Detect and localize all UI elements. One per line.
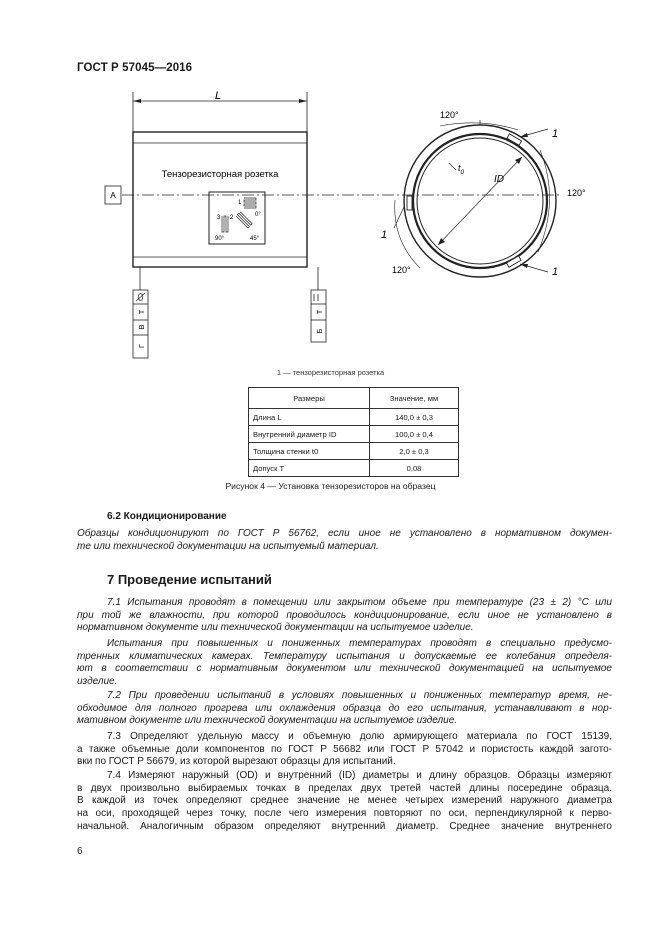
- text-line: при той же влажности, при которой провод…: [77, 609, 612, 621]
- label-ID: ID: [494, 174, 504, 185]
- text-line: на оси, проходящей через точку, после че…: [77, 808, 612, 820]
- gauge-mark-2: 2: [230, 215, 234, 221]
- text-line: вки по ГОСТ Р 56679, из которой вырезают…: [77, 756, 396, 768]
- angle-0-label: 0°: [255, 212, 261, 218]
- angle-90-label: 90°: [215, 236, 225, 242]
- table-row: Внутренний диаметр ID 100,0 ± 0,4: [248, 425, 459, 443]
- table-header-row: Размеры Значение, мм: [248, 387, 459, 409]
- text-line: 7.1 Испытания проводят в помещении или з…: [107, 597, 612, 608]
- label-L: L: [215, 90, 221, 102]
- text-line: 7.3 Определяют удельную массу и объемную…: [107, 731, 612, 742]
- paragraph-7-1: 7.1 Испытания проводят в помещении или з…: [77, 597, 612, 635]
- gauge-mark-1: 1: [238, 200, 242, 206]
- text-line: В каждой из точек определяют среднее зна…: [77, 795, 612, 807]
- gauge-left: [406, 195, 413, 211]
- table-header-cell: Размеры: [248, 387, 370, 409]
- gauge-grid-45: [235, 211, 253, 229]
- angle-120-top: 120°: [440, 110, 459, 120]
- tolerance-t-left: T: [137, 309, 146, 314]
- page-number: 6: [77, 846, 83, 857]
- section-a-label: A: [110, 191, 116, 200]
- paragraph-7-1-b: Испытания при повышенных и пониженных те…: [77, 638, 612, 689]
- figure-4-drawing: L Тензорезисторная розетка 1 2 3 0° 45° …: [104, 90, 586, 359]
- table-cell: 140,0 ± 0,3: [369, 408, 459, 426]
- text-line: 7.2 При проведении испытаний в условиях …: [107, 690, 612, 701]
- paragraph-7-2: 7.2 При проведении испытаний в условиях …: [77, 690, 612, 728]
- rosette-title: Тензорезисторная розетка: [162, 169, 280, 180]
- document-header: ГОСТ Р 57045—2016: [77, 62, 193, 74]
- callout-1-left: 1: [381, 229, 387, 241]
- text-line: Образцы кондиционируют по ГОСТ Р 56762, …: [77, 528, 612, 539]
- text-line: мативном документе или технической докум…: [77, 715, 458, 727]
- text-line: в двух произвольно выбираемых точках в п…: [77, 782, 612, 794]
- text-line: 7.4 Измеряют наружный (OD) и внутренний …: [107, 770, 612, 781]
- text-line: нормативном документе или технической до…: [77, 622, 474, 634]
- table-row: Длина L 140,0 ± 0,3: [248, 408, 459, 426]
- text-line: Испытания при повышенных и пониженных те…: [107, 638, 612, 649]
- angle-45-label: 45°: [250, 236, 260, 242]
- paragraph-6-2: Образцы кондиционируют по ГОСТ Р 56762, …: [77, 528, 612, 553]
- diameter-line-ID: [437, 156, 523, 246]
- text-line: начальной. Аналогичным образом определяю…: [77, 820, 612, 832]
- datum-b-right: Б: [315, 328, 324, 333]
- paragraph-7-4: 7.4 Измеряют наружный (OD) и внутренний …: [77, 770, 612, 834]
- datum-g-left: Г: [137, 344, 146, 348]
- text-line: ют в соответствии с нормативным документ…: [77, 663, 612, 675]
- gauge-mark-3: 3: [217, 215, 221, 221]
- figure-caption: Рисунок 4 — Установка тензорезисторов на…: [225, 481, 436, 491]
- gauge-bottom-right: [505, 255, 522, 268]
- gauge-grid-0: [243, 197, 257, 209]
- callout-1-bottom: 1: [552, 266, 558, 278]
- table-cell: Допуск T: [248, 459, 370, 477]
- tolerance-t-right: T: [315, 309, 324, 314]
- text-line: тренных климатических камерах. Температу…: [77, 650, 612, 662]
- table-header-cell: Значение, мм: [369, 387, 459, 409]
- tolerance-frame-left: T В Г: [132, 289, 149, 359]
- table-cell: 0,08: [369, 459, 459, 477]
- section-heading-6-2: 6.2 Кондиционирование: [107, 511, 227, 522]
- tube-cross-section: [393, 120, 557, 278]
- paragraph-7-3: 7.3 Определяют удельную массу и объемную…: [77, 731, 612, 769]
- section-heading-7: 7 Проведение испытаний: [107, 572, 272, 587]
- text-line: а также объемные доли компонентов по ГОС…: [77, 743, 612, 755]
- dimensions-table: Размеры Значение, мм Длина L 140,0 ± 0,3…: [248, 387, 459, 477]
- gauge-grid-90: [221, 215, 229, 233]
- table-cell: 2,0 ± 0,3: [369, 442, 459, 460]
- cylindricity-symbol-icon: [137, 293, 144, 301]
- table-row: Толщина стенки t0 2,0 ± 0,3: [248, 442, 459, 460]
- figure-legend-note: 1 — тензорезисторная розетка: [276, 368, 385, 377]
- tolerance-frame-right: T Б: [310, 289, 327, 343]
- angle-120-bottom: 120°: [392, 265, 411, 275]
- callout-1-top: 1: [552, 128, 558, 140]
- text-line: изделие.: [77, 676, 118, 688]
- label-t0: t0: [458, 163, 465, 176]
- table-cell: Внутренний диаметр ID: [248, 425, 370, 443]
- angle-120-right: 120°: [567, 188, 586, 198]
- strain-gauge-rosette: [208, 191, 266, 245]
- datum-v-left: В: [137, 324, 146, 329]
- text-line: обходимое для полного прогрева или охлаж…: [77, 702, 612, 714]
- table-cell: Толщина стенки t0: [248, 442, 370, 460]
- section-box-a: [104, 185, 122, 205]
- table-cell: 100,0 ± 0,4: [369, 425, 459, 443]
- gauge-top-right: [506, 133, 523, 146]
- text-line: те или технической документации на испыт…: [77, 540, 379, 552]
- table-cell: Длина L: [248, 408, 370, 426]
- table-row: Допуск T 0,08: [248, 459, 459, 477]
